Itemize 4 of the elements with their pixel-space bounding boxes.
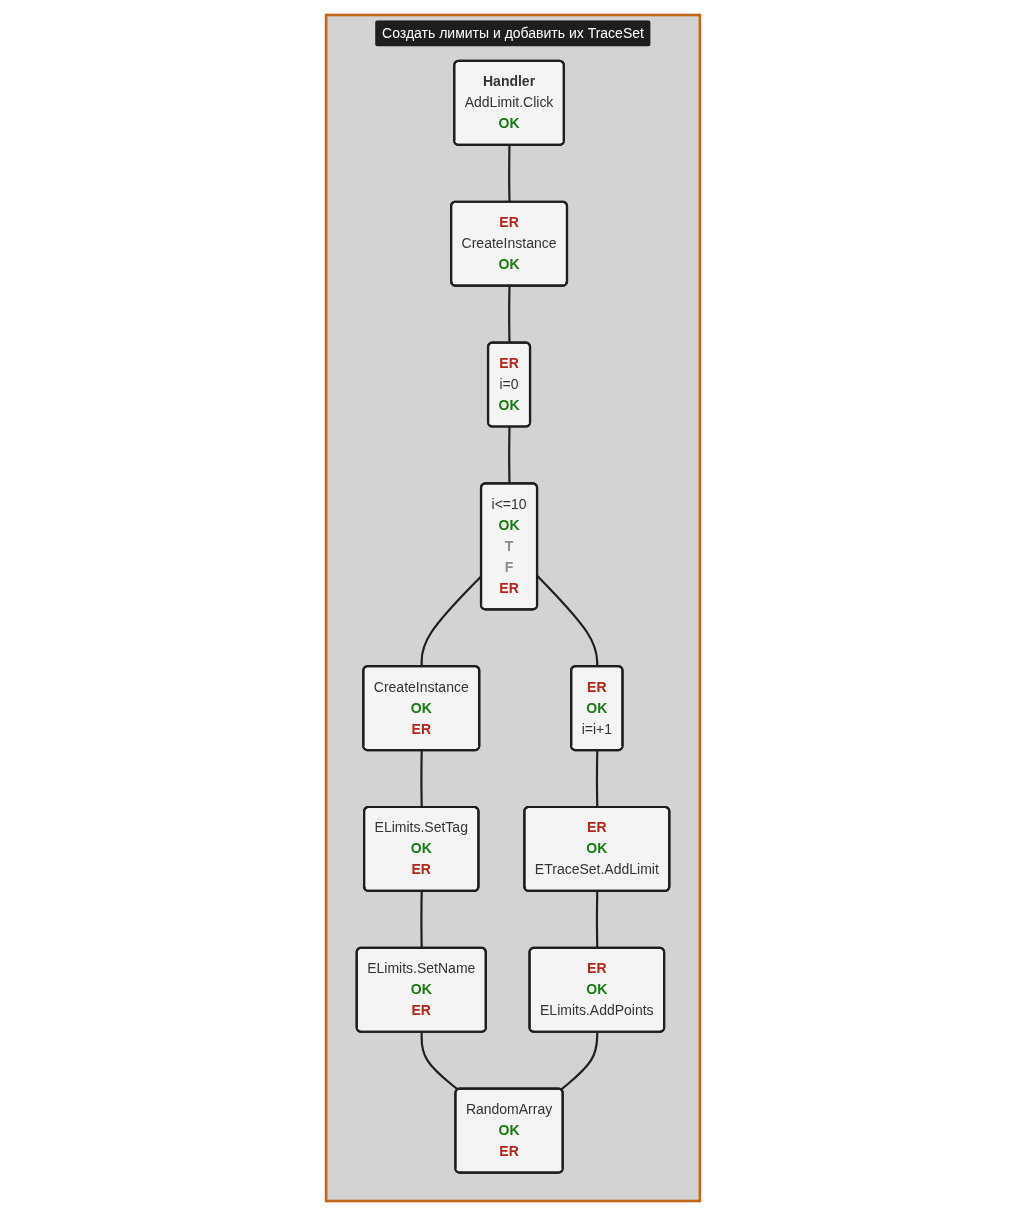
connector	[508, 426, 511, 484]
connector	[560, 1032, 599, 1091]
connector	[508, 286, 511, 343]
connector	[420, 1032, 459, 1091]
